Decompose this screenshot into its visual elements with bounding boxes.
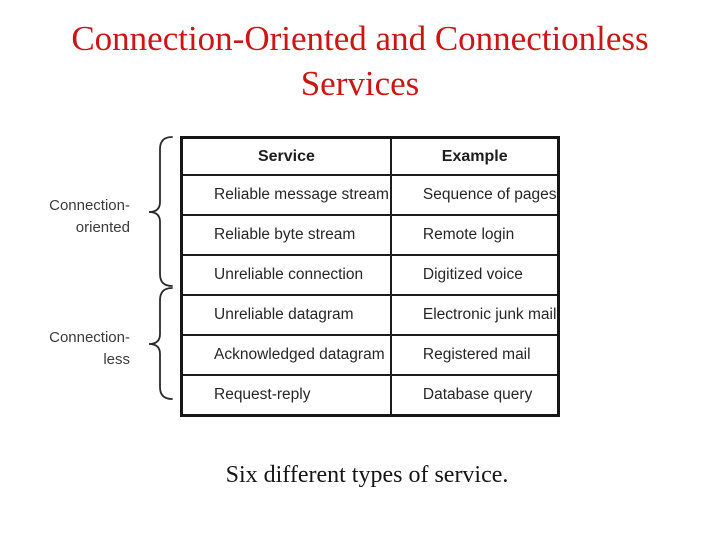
group-label-connectionless: Connection- less bbox=[49, 329, 130, 368]
service-cell: Acknowledged datagram bbox=[180, 334, 392, 376]
services-table: Service Example Reliable message stream … bbox=[180, 136, 561, 417]
example-cell: Registered mail bbox=[389, 334, 560, 376]
figure-caption: Six different types of service. bbox=[225, 462, 509, 488]
table-row: Acknowledged datagram Registered mail bbox=[180, 334, 560, 376]
table-row: Unreliable connection Digitized voice bbox=[180, 254, 560, 296]
table-row: Reliable byte stream Remote login bbox=[180, 214, 560, 256]
example-cell: Digitized voice bbox=[389, 254, 560, 296]
slide-title-line2: Services bbox=[300, 64, 420, 103]
service-cell: Reliable message stream bbox=[180, 174, 392, 216]
group-label-connection-oriented: Connection- oriented bbox=[49, 197, 130, 236]
service-cell: Unreliable datagram bbox=[180, 294, 392, 336]
example-cell: Electronic junk mail bbox=[389, 294, 560, 336]
example-cell: Remote login bbox=[389, 214, 560, 256]
example-cell: Sequence of pages bbox=[389, 174, 560, 216]
table-row: Unreliable datagram Electronic junk mail bbox=[180, 294, 560, 336]
service-cell: Unreliable connection bbox=[180, 254, 392, 296]
connection-oriented-brace-icon bbox=[148, 136, 173, 287]
service-cell: Reliable byte stream bbox=[180, 214, 392, 256]
table-row: Reliable message stream Sequence of page… bbox=[180, 174, 560, 216]
slide-title: Connection-Oriented and Connectionless S… bbox=[0, 16, 720, 106]
slide-title-line1: Connection-Oriented and Connectionless bbox=[71, 19, 649, 58]
table-row: Request-reply Database query bbox=[180, 374, 560, 417]
column-header-service: Service bbox=[180, 136, 392, 176]
group-braces bbox=[148, 136, 173, 400]
example-cell: Database query bbox=[389, 374, 560, 417]
connectionless-brace-icon bbox=[148, 287, 173, 400]
column-header-example: Example bbox=[389, 136, 560, 176]
service-cell: Request-reply bbox=[180, 374, 392, 417]
table-header-row: Service Example bbox=[180, 136, 560, 176]
